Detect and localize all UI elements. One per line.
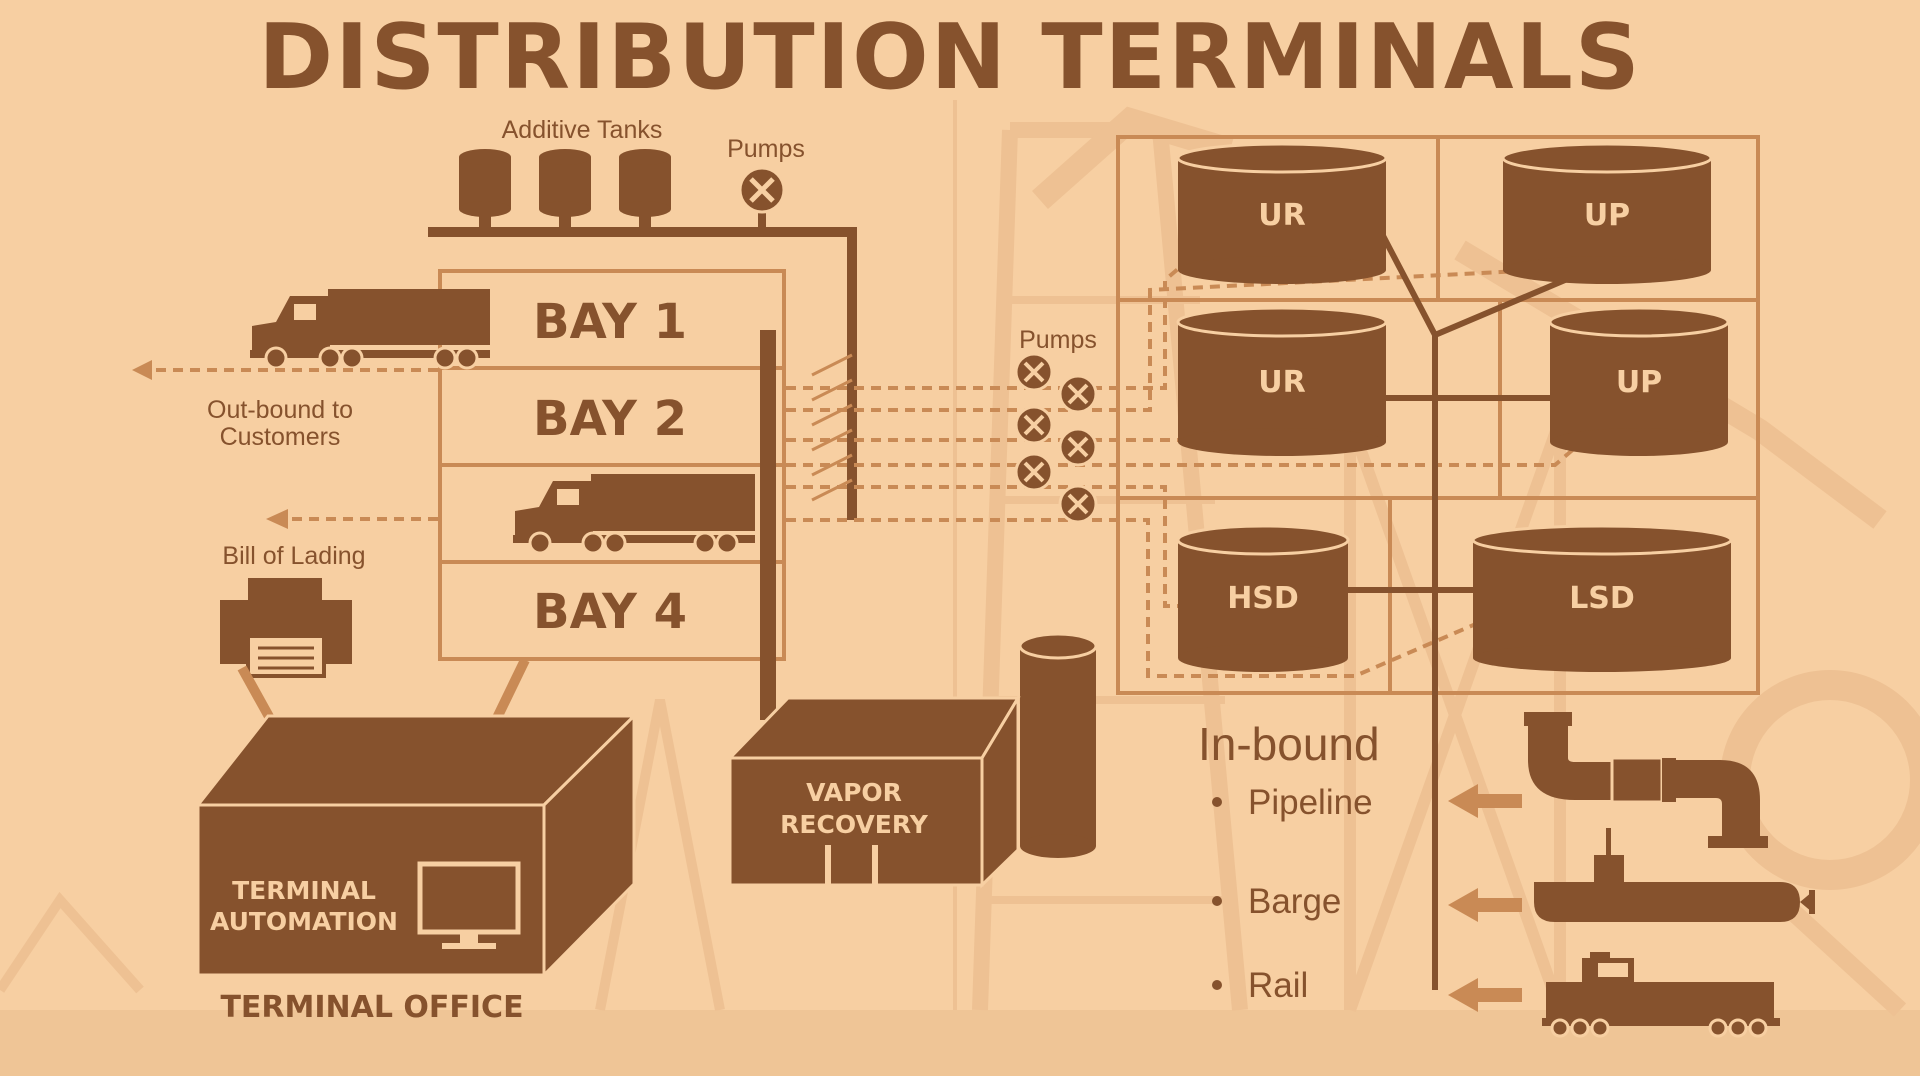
truck-icon [513, 474, 755, 555]
storage-tank-up-2: UP [1548, 306, 1730, 456]
outbound-label-line2: Customers [220, 423, 341, 451]
arrow-left-icon [1448, 888, 1522, 922]
vapor-recovery-line1: VAPOR [806, 778, 902, 807]
inbound-mode-rail: Rail [1248, 966, 1308, 1005]
bay-4-label: BAY 4 [533, 584, 687, 640]
additive-tanks-label: Additive Tanks [502, 116, 663, 144]
loading-arms [811, 353, 853, 502]
bullet [1212, 797, 1222, 807]
storage-tank-hsd: HSD [1176, 524, 1350, 672]
tank-label: UP [1616, 365, 1662, 400]
outbound-flow: Out-bound to Customers [132, 360, 438, 529]
terminal-office: TERMINAL AUTOMATION TERMINAL OFFICE [194, 712, 638, 1025]
pump-icon [1014, 405, 1054, 445]
inbound-heading: In-bound [1198, 718, 1380, 770]
pump-icon [1014, 452, 1054, 492]
bay-4 [438, 560, 786, 661]
trunk-pipe [1348, 228, 1567, 990]
vapor-recovery-line2: RECOVERY [780, 810, 929, 839]
pump-icon [1014, 352, 1054, 392]
additive-tank-2 [539, 149, 591, 230]
storage-tank-lsd: LSD [1471, 524, 1733, 672]
inbound-mode-barge: Barge [1248, 882, 1341, 921]
additive-tanks-group: Additive Tanks Pumps [428, 116, 857, 520]
bay-1-label: BAY 1 [533, 294, 687, 350]
tank-label: LSD [1569, 581, 1635, 616]
terminal-automation-line1: TERMINAL [232, 876, 376, 905]
arrow-left-icon [266, 509, 288, 529]
tank-label: UR [1258, 365, 1305, 400]
inbound-section: In-bound Pipeline Barge Rail [1198, 712, 1815, 1038]
pumps-top-label: Pumps [727, 135, 805, 163]
outbound-label-line1: Out-bound to [207, 396, 353, 424]
monitor-icon [417, 861, 521, 949]
pump-icon [738, 166, 786, 232]
pump-bank: Pumps [1014, 326, 1098, 524]
inbound-mode-pipeline: Pipeline [1248, 783, 1373, 822]
storage-tank-up-1: UP [1501, 142, 1713, 284]
arrow-left-icon [1448, 784, 1522, 818]
pumps-mid-label: Pumps [1019, 326, 1097, 354]
storage-tank-ur-1: UR [1176, 142, 1388, 284]
tank-label: UP [1584, 198, 1630, 233]
train-icon [1542, 952, 1780, 1038]
barge-icon [1534, 828, 1815, 922]
bill-of-lading: Bill of Lading [220, 542, 530, 725]
arrow-left-icon [132, 360, 152, 380]
pump-icon [1058, 427, 1098, 467]
pump-icon [1058, 374, 1098, 414]
printer-icon [220, 578, 352, 678]
additive-tank-1 [459, 149, 511, 230]
bay-2-label: BAY 2 [533, 391, 687, 447]
bullet [1212, 896, 1222, 906]
terminal-automation-line2: AUTOMATION [210, 907, 398, 936]
bay-2 [438, 366, 786, 467]
additive-tank-3 [619, 149, 671, 230]
tank-label: UR [1258, 198, 1305, 233]
truck-icon [250, 289, 490, 370]
tank-label: HSD [1227, 581, 1299, 616]
vapor-recovery: VAPOR RECOVERY [726, 632, 1098, 889]
additive-manifold-pipe [428, 227, 857, 520]
bill-of-lading-label: Bill of Lading [222, 542, 365, 570]
pipeline-icon [1524, 712, 1768, 848]
arrow-left-icon [1448, 978, 1522, 1012]
pump-icon [1058, 484, 1098, 524]
bullet [1212, 980, 1222, 990]
storage-tank-ur-2: UR [1176, 306, 1388, 456]
terminal-office-label: TERMINAL OFFICE [220, 990, 523, 1025]
page-title: DISTRIBUTION TERMINALS [258, 5, 1641, 110]
